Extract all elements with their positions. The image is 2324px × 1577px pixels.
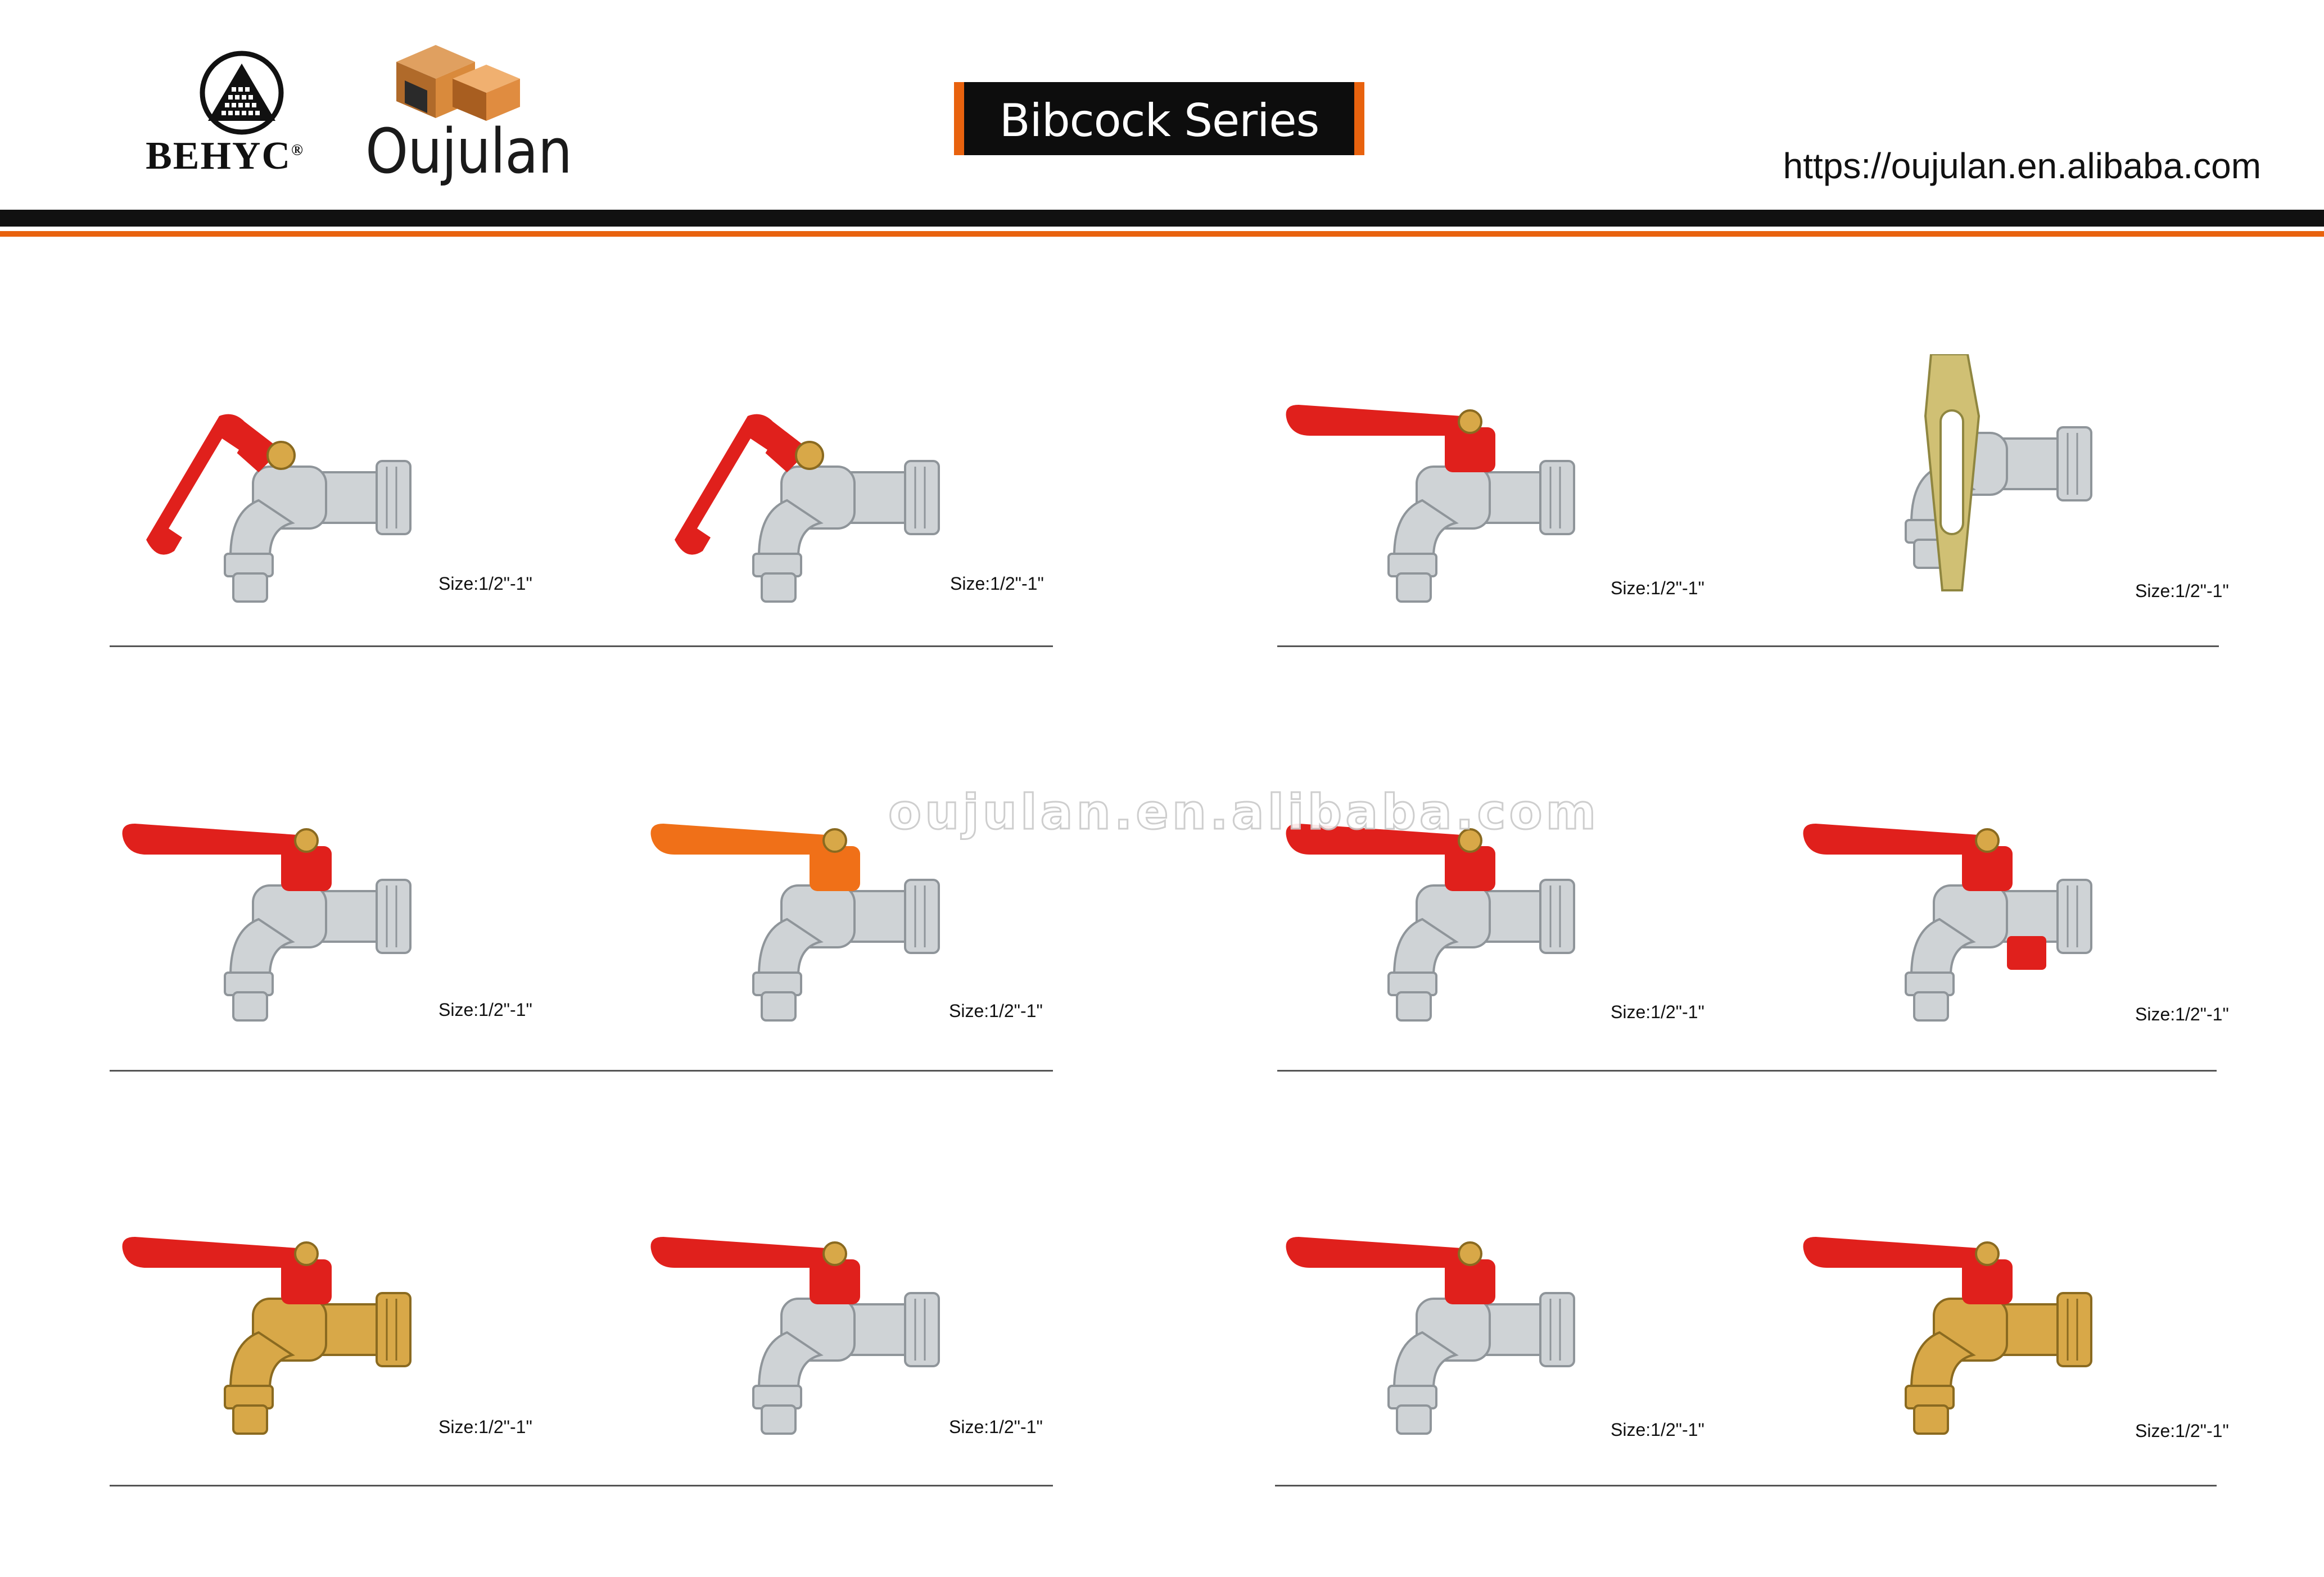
row-divider xyxy=(110,1485,1053,1486)
size-label: Size:1/2"-1" xyxy=(949,1417,1043,1437)
brand-logo-icon xyxy=(169,48,315,177)
watermark: oujulan.en.alibaba.com xyxy=(887,784,1600,842)
header-divider xyxy=(0,210,2324,227)
product-item[interactable] xyxy=(1276,388,1726,647)
size-label: Size:1/2"-1" xyxy=(1611,1420,1704,1440)
product-item[interactable] xyxy=(112,1220,562,1479)
size-label: Size:1/2"-1" xyxy=(950,573,1044,594)
product-item[interactable] xyxy=(641,1220,1091,1479)
product-item[interactable] xyxy=(641,388,1091,647)
product-item[interactable] xyxy=(1793,354,2243,613)
size-label: Size:1/2"-1" xyxy=(949,1001,1043,1021)
product-item[interactable] xyxy=(1276,1220,1726,1479)
size-label: Size:1/2"-1" xyxy=(438,1417,532,1437)
series-title: Bibcock Series xyxy=(999,94,1320,147)
row-divider xyxy=(1275,1485,2217,1486)
row-divider xyxy=(1277,1070,2217,1072)
product-item[interactable] xyxy=(112,807,562,1065)
row-divider xyxy=(1277,645,2219,647)
row-divider xyxy=(110,645,1053,647)
product-item[interactable] xyxy=(1793,807,2243,1065)
size-label: Size:1/2"-1" xyxy=(2135,581,2229,601)
size-label: Size:1/2"-1" xyxy=(1611,578,1704,598)
size-label: Size:1/2"-1" xyxy=(438,573,532,594)
product-box-image xyxy=(391,39,523,124)
product-item[interactable] xyxy=(641,807,1091,1065)
size-label: Size:1/2"-1" xyxy=(2135,1421,2229,1441)
size-label: Size:1/2"-1" xyxy=(1611,1002,1704,1022)
product-item[interactable] xyxy=(112,388,562,647)
product-item[interactable] xyxy=(1793,1220,2243,1479)
site-url[interactable]: https://oujulan.en.alibaba.com xyxy=(1783,146,2261,186)
size-label: Size:1/2"-1" xyxy=(438,1000,532,1020)
product-item[interactable] xyxy=(1276,807,1726,1065)
company-name: Oujulan xyxy=(365,115,572,187)
size-label: Size:1/2"-1" xyxy=(2135,1004,2229,1024)
header-accent-divider xyxy=(0,231,2324,237)
series-banner: Bibcock Series xyxy=(954,82,1364,155)
brand-name: BEHYC® xyxy=(146,134,304,178)
row-divider xyxy=(110,1070,1053,1072)
